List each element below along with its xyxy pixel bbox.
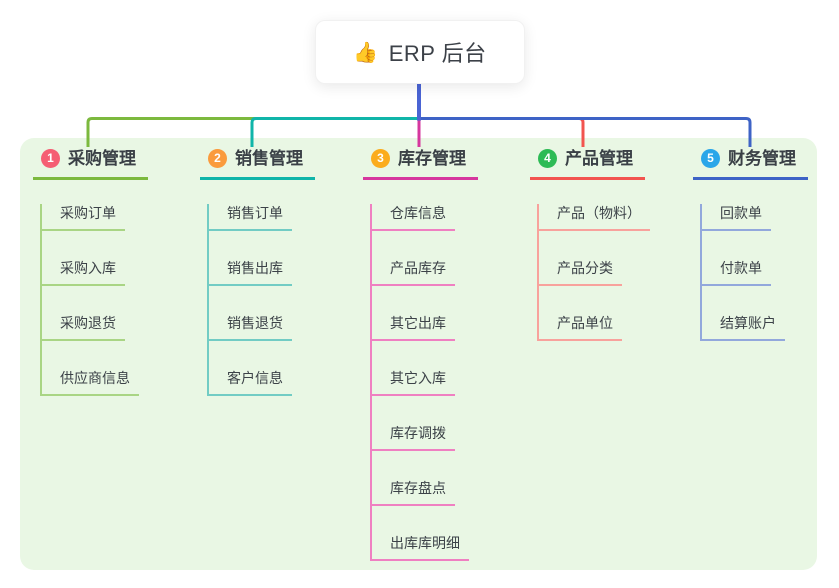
node-item[interactable]: 供应商信息 (42, 369, 139, 396)
node-item[interactable]: 其它出库 (372, 314, 455, 341)
node-item[interactable]: 仓库信息 (372, 204, 455, 231)
node-item[interactable]: 库存盘点 (372, 479, 455, 506)
branch-items-inventory-management: 仓库信息产品库存其它出库其它入库库存调拨库存盘点出库库明细 (370, 204, 469, 561)
branch-number-badge: 2 (208, 149, 227, 168)
branch-label: 产品管理 (565, 149, 633, 168)
node-item[interactable]: 销售订单 (209, 204, 292, 231)
branch-finance-management: 5 财务管理回款单付款单结算账户 (693, 148, 808, 341)
branch-items-product-management: 产品（物料） 产品分类产品单位 (537, 204, 650, 341)
node-item[interactable]: 产品库存 (372, 259, 455, 286)
branch-purchase-management: 1 采购管理采购订单采购入库采购退货供应商信息 (33, 148, 148, 396)
node-item[interactable]: 付款单 (702, 259, 771, 286)
node-item[interactable]: 其它入库 (372, 369, 455, 396)
root-node[interactable]: 👍 ERP 后台 (315, 20, 525, 84)
branch-sales-management: 2 销售管理销售订单销售出库销售退货客户信息 (200, 148, 315, 396)
node-item[interactable]: 回款单 (702, 204, 771, 231)
node-item[interactable]: 销售退货 (209, 314, 292, 341)
branch-number-badge: 3 (371, 149, 390, 168)
node-item[interactable]: 出库库明细 (372, 534, 469, 561)
branch-items-finance-management: 回款单付款单结算账户 (700, 204, 785, 341)
branch-number-badge: 1 (41, 149, 60, 168)
node-item[interactable]: 采购退货 (42, 314, 125, 341)
node-item[interactable]: 销售出库 (209, 259, 292, 286)
node-item[interactable]: 库存调拨 (372, 424, 455, 451)
node-item[interactable]: 采购订单 (42, 204, 125, 231)
branch-title-product-management[interactable]: 4 产品管理 (530, 148, 645, 180)
node-item[interactable]: 产品单位 (539, 314, 622, 341)
node-item[interactable]: 客户信息 (209, 369, 292, 396)
branch-label: 财务管理 (728, 149, 796, 168)
branch-number-badge: 4 (538, 149, 557, 168)
node-item[interactable]: 结算账户 (702, 314, 785, 341)
branch-title-finance-management[interactable]: 5 财务管理 (693, 148, 808, 180)
branch-number-badge: 5 (701, 149, 720, 168)
branch-inventory-management: 3 库存管理仓库信息产品库存其它出库其它入库库存调拨库存盘点出库库明细 (363, 148, 478, 561)
branch-product-management: 4 产品管理产品（物料） 产品分类产品单位 (530, 148, 650, 341)
branch-label: 销售管理 (235, 149, 303, 168)
node-item[interactable]: 产品（物料） (539, 204, 650, 231)
branch-title-purchase-management[interactable]: 1 采购管理 (33, 148, 148, 180)
branch-items-purchase-management: 采购订单采购入库采购退货供应商信息 (40, 204, 139, 396)
branches-panel: 1 采购管理采购订单采购入库采购退货供应商信息 2 销售管理销售订单销售出库销售退货客… (20, 138, 817, 570)
branch-label: 采购管理 (68, 149, 136, 168)
branch-items-sales-management: 销售订单销售出库销售退货客户信息 (207, 204, 292, 396)
root-title: ERP 后台 (388, 41, 487, 66)
branch-title-sales-management[interactable]: 2 销售管理 (200, 148, 315, 180)
branch-label: 库存管理 (398, 149, 466, 168)
node-item[interactable]: 产品分类 (539, 259, 622, 286)
branch-title-inventory-management[interactable]: 3 库存管理 (363, 148, 478, 180)
thumbs-up-icon: 👍 (353, 41, 379, 64)
node-item[interactable]: 采购入库 (42, 259, 125, 286)
